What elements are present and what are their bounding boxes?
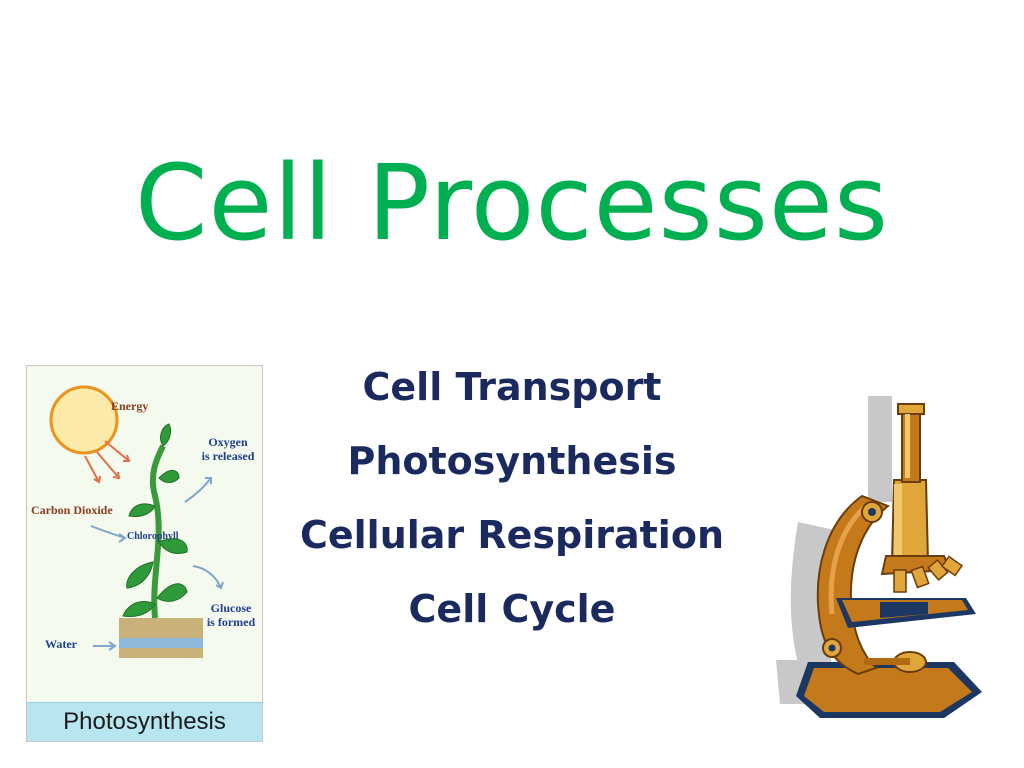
diagram-caption: Photosynthesis — [27, 702, 262, 741]
topic-cell-cycle: Cell Cycle — [408, 587, 616, 631]
sunlight-arrows-icon — [84, 440, 131, 484]
glucose-label-line2: is formed — [206, 615, 256, 629]
topic-cellular-respiration: Cellular Respiration — [299, 513, 724, 557]
energy-label: Energy — [111, 399, 149, 413]
topic-list: Cell Transport Photosynthesis Cellular R… — [262, 350, 762, 646]
topic-photosynthesis: Photosynthesis — [347, 439, 677, 483]
oxygen-label-line1: Oxygen — [208, 435, 248, 449]
sun-icon — [49, 385, 119, 455]
soil-icon — [119, 618, 203, 638]
oxygen-label-line2: is released — [201, 449, 255, 463]
photosynthesis-diagram: Energy Oxygen is released Carbon Dioxide… — [26, 365, 263, 742]
carbon-dioxide-label: Carbon Dioxide — [31, 503, 113, 517]
slide-title: Cell Processes — [134, 142, 890, 264]
water-label: Water — [45, 637, 77, 651]
plant-stem-icon — [149, 444, 166, 619]
topic-cell-transport: Cell Transport — [362, 365, 662, 409]
leaves-icon — [122, 423, 188, 617]
chlorophyll-label: Chlorophyll — [127, 531, 179, 542]
glucose-label-line1: Glucose — [210, 601, 252, 615]
microscope-icon — [776, 396, 982, 718]
flow-arrows-icon — [90, 477, 224, 651]
photosynthesis-illustration — [49, 385, 224, 658]
